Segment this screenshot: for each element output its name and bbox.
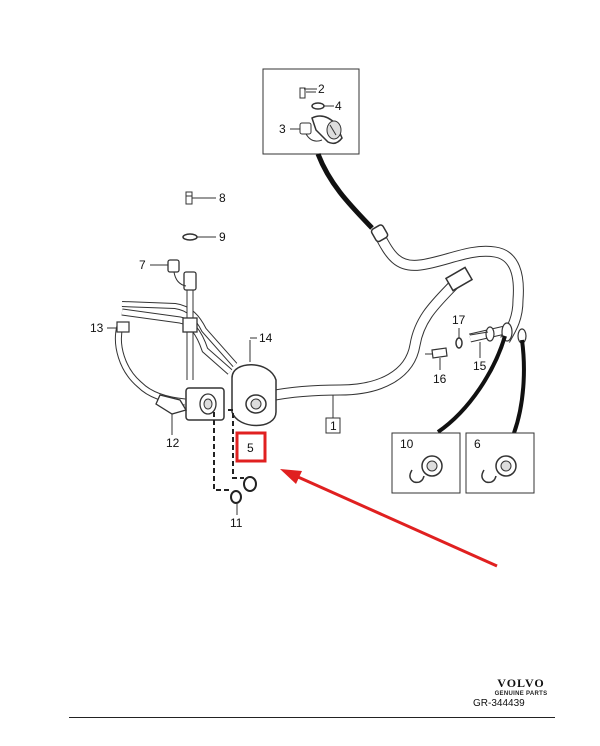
- right-small-parts: [425, 331, 489, 359]
- callout-2: 2: [318, 82, 325, 96]
- highlight-part-5: 5: [235, 431, 267, 463]
- callout-7: 7: [139, 258, 146, 272]
- callout-9: 9: [219, 230, 226, 244]
- callout-10: 10: [400, 437, 414, 451]
- part-11-o-ring: [230, 490, 242, 504]
- red-arrow: [280, 469, 498, 568]
- logo-subtitle: GENUINE PARTS: [494, 691, 548, 697]
- part-12-valve-block: [155, 387, 225, 421]
- inset-10: [391, 432, 461, 494]
- figure-code: GR-344439: [473, 698, 525, 709]
- part-14-drier: [231, 340, 277, 427]
- inset-top: [262, 68, 360, 155]
- callout-12: 12: [166, 436, 180, 450]
- hose-assembly: [268, 224, 527, 402]
- callout-14: 14: [259, 331, 273, 345]
- logo-brand: VOLVO: [497, 676, 545, 690]
- callout-5: 5: [247, 441, 254, 455]
- explode-lines: [213, 409, 244, 491]
- leader-to-inset-10: [436, 335, 507, 434]
- callout-17: 17: [452, 313, 466, 327]
- callout-3: 3: [279, 122, 286, 136]
- left-pipes: [114, 191, 238, 406]
- callout-1: 1: [330, 419, 337, 433]
- callout-13: 13: [90, 321, 104, 335]
- callout-1-box: 1: [325, 417, 341, 434]
- part-5-o-ring: [243, 476, 257, 492]
- volvo-logo: VOLVO GENUINE PARTS: [481, 676, 561, 697]
- inset-6: [465, 432, 535, 494]
- callout-11: 11: [230, 516, 243, 530]
- callout-16: 16: [433, 372, 447, 386]
- callout-8: 8: [219, 191, 226, 205]
- callout-6: 6: [474, 437, 481, 451]
- callout-4: 4: [335, 99, 342, 113]
- bottom-rule: [69, 717, 555, 718]
- callout-15: 15: [473, 359, 487, 373]
- callout-leaders: [107, 88, 481, 515]
- inset-leader: [315, 153, 374, 230]
- leader-to-inset-6: [512, 339, 526, 434]
